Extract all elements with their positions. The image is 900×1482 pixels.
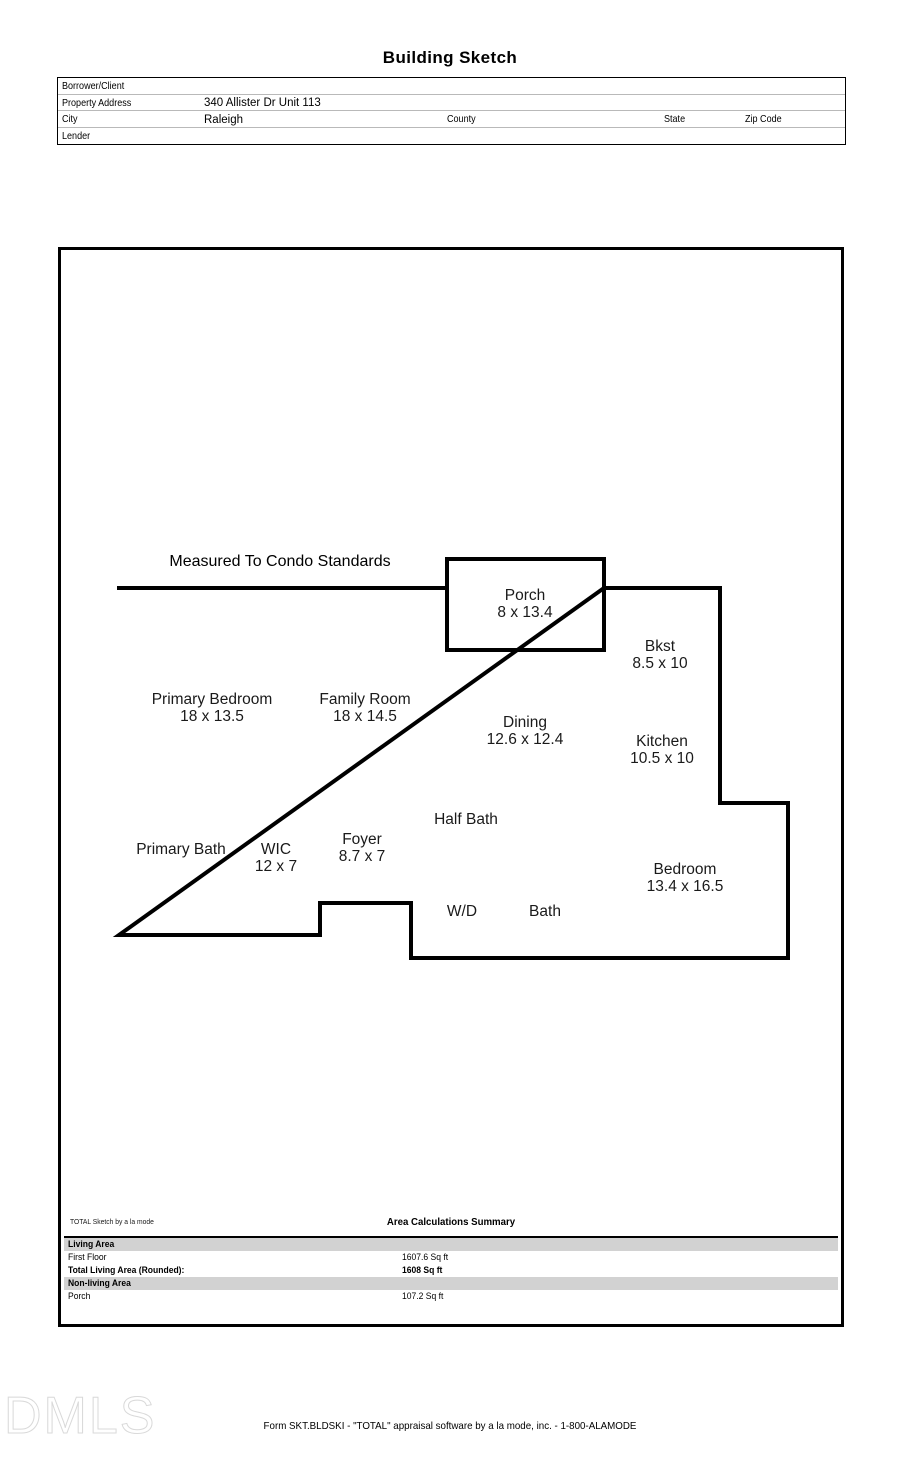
borrower-label: Borrower/Client bbox=[62, 80, 125, 92]
table-row-first-floor: First Floor 1607.6 Sq ft bbox=[64, 1251, 838, 1264]
table-row-property-address: Property Address 340 Allister Dr Unit 11… bbox=[58, 95, 845, 111]
row-label: First Floor bbox=[68, 1251, 107, 1263]
table-row-total-living-area: Total Living Area (Rounded): 1608 Sq ft bbox=[64, 1264, 838, 1277]
area-summary-title: Area Calculations Summary bbox=[386, 1216, 516, 1228]
property-address-label: Property Address bbox=[62, 96, 132, 109]
page-title: Building Sketch bbox=[382, 48, 518, 67]
row-label: Porch bbox=[68, 1290, 91, 1302]
state-label: State bbox=[664, 113, 686, 125]
sketch-frame bbox=[58, 247, 844, 1327]
row-label: Non-living Area bbox=[68, 1277, 131, 1289]
form-footer-text: Form SKT.BLDSKI - "TOTAL" appraisal soft… bbox=[263, 1420, 637, 1432]
row-label: Total Living Area (Rounded): bbox=[68, 1264, 185, 1276]
row-label: Living Area bbox=[68, 1238, 115, 1250]
row-value: 107.2 Sq ft bbox=[402, 1290, 444, 1302]
table-row-porch: Porch 107.2 Sq ft bbox=[64, 1290, 838, 1303]
row-value: 1607.6 Sq ft bbox=[402, 1251, 449, 1263]
table-row-living-area-header: Living Area bbox=[64, 1238, 838, 1251]
table-row-city: City Raleigh County State Zip Code bbox=[58, 111, 845, 128]
area-summary-table: Living Area First Floor 1607.6 Sq ft Tot… bbox=[64, 1236, 838, 1327]
county-label: County bbox=[447, 113, 476, 125]
table-row-non-living-area-header: Non-living Area bbox=[64, 1277, 838, 1290]
row-value: 1608 Sq ft bbox=[402, 1264, 443, 1276]
zip-code-label: Zip Code bbox=[745, 113, 782, 125]
table-row-borrower: Borrower/Client bbox=[58, 78, 845, 95]
dmls-watermark: DMLS bbox=[3, 1387, 157, 1446]
city-label: City bbox=[62, 113, 78, 125]
city-value: Raleigh bbox=[204, 113, 243, 126]
property-address-value: 340 Allister Dr Unit 113 bbox=[204, 97, 321, 109]
lender-label: Lender bbox=[62, 129, 91, 142]
property-info-table: Borrower/Client Property Address 340 All… bbox=[57, 77, 846, 145]
table-bottom-spacer bbox=[64, 1303, 838, 1325]
sketch-credit-text: TOTAL Sketch by a la mode bbox=[70, 1217, 154, 1226]
table-row-lender: Lender bbox=[58, 128, 845, 145]
